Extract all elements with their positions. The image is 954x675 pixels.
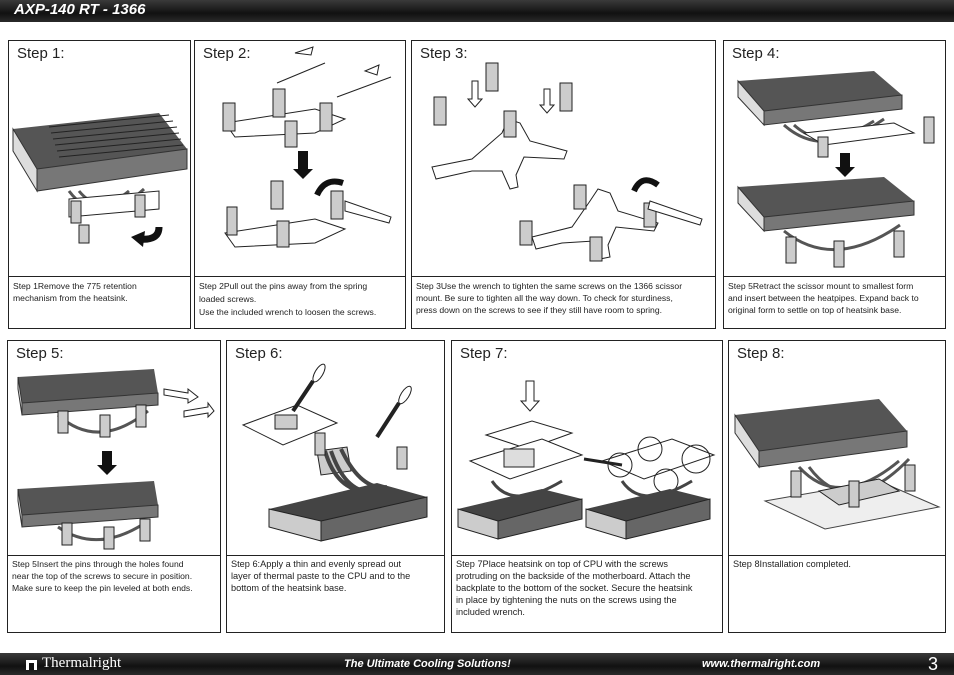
caption-line: Step 7Place heatsink on top of CPU with … <box>456 559 668 569</box>
caption-line: included wrench. <box>456 607 525 617</box>
caption-line: original form to settle on top of heatsi… <box>728 305 902 315</box>
header-bar: AXP-140 RT - 1366 <box>0 0 954 22</box>
website-url: www.thermalright.com <box>702 658 821 670</box>
step-6-panel: Step 6: Step 6:Apply a thin and evenly s… <box>226 340 445 633</box>
step-1-panel: Step 1: Step 1Remove the 775 retention m… <box>8 40 191 329</box>
caption-line: mount. Be sure to tighten all the way do… <box>416 293 673 303</box>
caption-line: bottom of the heatsink base. <box>231 583 347 593</box>
caption-line: and insert between the heatpipes. Expand… <box>728 293 919 303</box>
slogan: The Ultimate Cooling Solutions! <box>344 658 511 670</box>
brand-name: Thermalright <box>42 655 122 671</box>
caption-line: protruding on the backside of the mother… <box>456 571 691 581</box>
step-3-heading: Step 3: <box>420 45 468 62</box>
step-7-illustration <box>457 380 716 540</box>
step-5-illustration <box>17 369 215 550</box>
step-3-panel: Step 3: Step 3Use the wrench to tighten … <box>411 40 716 329</box>
step-1-caption: Step 1Remove the 775 retention mechanism… <box>13 280 184 304</box>
step-6-heading: Step 6: <box>235 345 283 362</box>
step-8-illustration <box>734 399 941 530</box>
caption-line: mechanism from the heatsink. <box>13 293 128 303</box>
thermalright-logo-icon <box>26 660 37 670</box>
step-1-heading: Step 1: <box>17 45 65 62</box>
caption-line: backplate to the bottom of the socket. S… <box>456 583 693 593</box>
step-7-heading: Step 7: <box>460 345 508 362</box>
step-8-heading: Step 8: <box>737 345 785 362</box>
caption-line: Step 5Insert the pins through the holes … <box>12 559 184 569</box>
step-2-illustration <box>222 46 392 248</box>
caption-line: press down on the screws to see if they … <box>416 305 662 315</box>
step-2-panel: Step 2: Step 2Pull out the pins away fro… <box>194 40 406 329</box>
caption-line: Make sure to keep the pin leveled at bot… <box>12 583 193 593</box>
manual-title: AXP-140 RT - 1366 <box>14 1 146 18</box>
step-1-illustration <box>12 113 188 247</box>
caption-line: layer of thermal paste to the CPU and to… <box>231 571 411 581</box>
caption-line: Step 6:Apply a thin and evenly spread ou… <box>231 559 402 569</box>
caption-line: Step 2Pull out the pins away from the sp… <box>199 281 368 291</box>
step-3-caption: Step 3Use the wrench to tighten the same… <box>416 280 709 316</box>
caption-line: Step 1Remove the 775 retention <box>13 281 137 291</box>
step-7-panel: Step 7: Step 7Place heatsink on top of C… <box>451 340 723 633</box>
step-5-panel: Step 5: Step 5Insert the pins through th… <box>7 340 221 633</box>
step-2-heading: Step 2: <box>203 45 251 62</box>
step-4-panel: Step 4: Step 5Retract the scissor mount … <box>723 40 946 329</box>
step-4-caption: Step 5Retract the scissor mount to small… <box>728 280 939 316</box>
caption-line: Use the included wrench to loosen the sc… <box>199 307 377 317</box>
footer-bar: Thermalright The Ultimate Cooling Soluti… <box>0 653 954 675</box>
step-6-illustration <box>241 363 428 542</box>
step-5-heading: Step 5: <box>16 345 64 362</box>
caption-line: in place by tightening the nuts on the s… <box>456 595 677 605</box>
step-4-illustration <box>737 71 935 268</box>
caption-line: loaded screws. <box>199 294 257 304</box>
page-number: 3 <box>928 654 939 674</box>
step-8-panel: Step 8: Step 8Installation completed. <box>728 340 946 633</box>
caption-line: Step 5Retract the scissor mount to small… <box>728 281 914 291</box>
step-3-illustration <box>431 62 703 262</box>
step-6-caption: Step 6:Apply a thin and evenly spread ou… <box>231 558 438 594</box>
step-5-caption: Step 5Insert the pins through the holes … <box>12 558 214 594</box>
step-2-caption: Step 2Pull out the pins away from the sp… <box>199 280 399 319</box>
step-4-heading: Step 4: <box>732 45 780 62</box>
caption-line: Step 3Use the wrench to tighten the same… <box>416 281 683 291</box>
caption-line: Step 8Installation completed. <box>733 559 851 569</box>
caption-line: near the top of the screws to secure in … <box>12 571 193 581</box>
step-7-caption: Step 7Place heatsink on top of CPU with … <box>456 558 716 618</box>
step-8-caption: Step 8Installation completed. <box>733 558 939 570</box>
